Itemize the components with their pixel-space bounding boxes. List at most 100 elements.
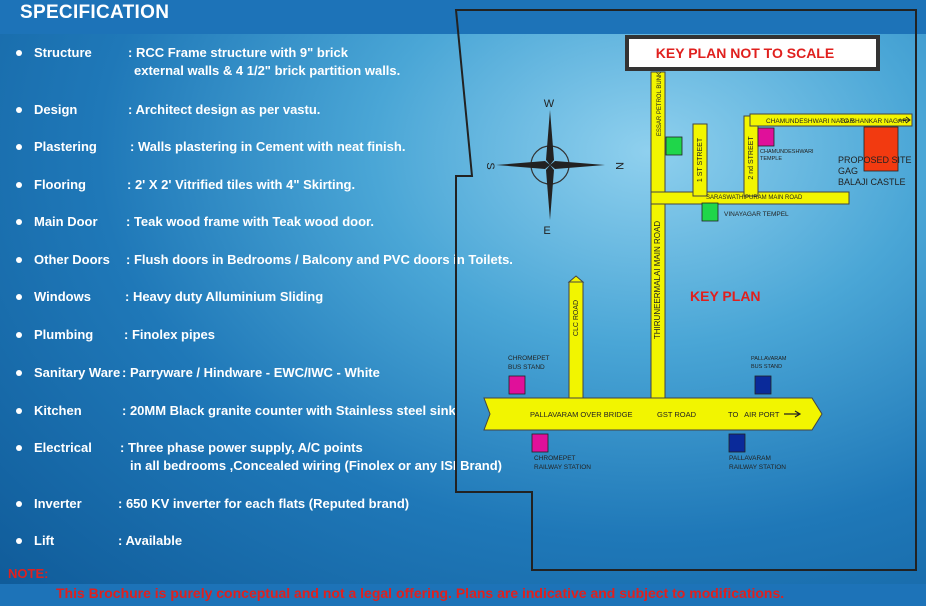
spec-label: Plumbing	[34, 327, 94, 342]
proposed-site-line1: PROPOSED SITE	[838, 155, 912, 165]
proposed-site-line2: GAG	[838, 166, 858, 176]
spec-label: Windows	[34, 289, 91, 304]
bullet-icon	[16, 50, 22, 56]
pallavaram-rail-label: PALLAVARAM RAILWAY STATION	[729, 455, 786, 471]
pallavaram-rail-line1: PALLAVARAM	[729, 455, 771, 462]
proposed-site-line3: BALAJI CASTLE	[838, 177, 906, 187]
chromepet-rail-line1: CHROMEPET	[534, 455, 576, 462]
spec-value: in all bedrooms ,Concealed wiring (Finol…	[130, 458, 503, 473]
key-plan-label: KEY PLAN	[690, 288, 761, 304]
chromepet-bus-line2: BUS STAND	[508, 364, 545, 371]
not-to-scale-box	[625, 35, 880, 71]
chamundeshwari-road	[749, 113, 913, 127]
pallavaram-rail-line2: RAILWAY STATION	[729, 464, 786, 471]
spec-label: Flooring	[34, 177, 86, 192]
pallavaram-rail-marker	[728, 433, 746, 453]
compass-icon	[496, 110, 605, 220]
spec-value: : Parryware / Hindware - EWC/IWC - White	[122, 365, 380, 380]
bullet-icon	[16, 219, 22, 225]
spec-label: Sanitary Ware	[34, 365, 121, 380]
saraswathipuram-label: SARASWATHIPURAM MAIN ROAD	[706, 195, 803, 201]
proposed-site-label: PROPOSED SITE GAG BALAJI CASTLE	[838, 155, 914, 187]
bullet-icon	[16, 332, 22, 338]
second-street-label: 2 nd STREET	[748, 136, 755, 180]
pallavaram-bus-line1: PALLAVARAM	[751, 356, 787, 362]
spec-value: : Teak wood frame with Teak wood door.	[126, 214, 374, 229]
bullet-icon	[16, 445, 22, 451]
spec-value: : 20MM Black granite counter with Stainl…	[122, 403, 456, 418]
chromepet-rail-marker	[531, 433, 549, 453]
chromepet-bus-label: CHROMEPET BUS STAND	[508, 355, 551, 371]
compass-s: S	[484, 162, 496, 169]
essar-label: ESSAR PETROL BUNK	[657, 72, 663, 136]
spec-value: : Heavy duty Alluminium Sliding	[125, 289, 324, 304]
spec-value: : Available	[118, 533, 183, 548]
bullet-icon	[16, 144, 22, 150]
chromepet-rail-line2: RAILWAY STATION	[534, 464, 591, 471]
spec-label: Lift	[34, 533, 55, 548]
airport-label: TO AIR PORT	[728, 410, 780, 419]
chromepet-bus-marker	[508, 375, 526, 395]
gst-road-label: GST ROAD	[657, 410, 697, 419]
bullet-icon	[16, 182, 22, 188]
disclaimer-text: This Brochure is purely conceptual and n…	[56, 585, 785, 601]
essar-petrol-marker	[665, 136, 683, 156]
vinayagar-label: VINAYAGAR TEMPEL	[724, 211, 789, 218]
spec-label: Plastering	[34, 139, 97, 154]
compass-n: N	[613, 162, 625, 170]
spec-value: external walls & 4 1/2" brick partition …	[134, 63, 401, 78]
chamundeshwari-temple-line2: TEMPLE	[760, 156, 782, 162]
clc-label: CLC ROAD	[573, 300, 580, 336]
spec-value: : 650 KV inverter for each flats (Repute…	[118, 496, 410, 511]
page-title: SPECIFICATION	[20, 2, 170, 23]
airport-arrow-icon	[784, 410, 802, 418]
spec-value: : Architect design as per vastu.	[128, 102, 321, 117]
header-bar	[0, 0, 926, 34]
first-street-label: 1 ST STREET	[697, 137, 704, 182]
pallavaram-bridge-label: PALLAVARAM OVER BRIDGE	[530, 410, 633, 419]
clc-road-cap	[567, 275, 585, 283]
chamundeshwari-temple-label: CHAMUNDESHWARI TEMPLE	[760, 149, 815, 162]
compass-e: E	[543, 225, 550, 237]
chamundeshwari-temple-line1: CHAMUNDESHWARI	[760, 149, 814, 155]
chamundeshwari-temple-marker	[757, 127, 775, 147]
note-label: NOTE:	[8, 566, 49, 581]
spec-label: Electrical	[34, 440, 92, 455]
spec-label: Structure	[34, 45, 92, 60]
not-to-scale-label: KEY PLAN NOT TO SCALE	[656, 45, 834, 61]
thiruneermalai-label: THIRUNEERMALAI MAIN ROAD	[653, 221, 662, 339]
first-street-road	[692, 123, 708, 197]
spec-label: Design	[34, 102, 78, 117]
map-border	[454, 9, 917, 571]
chromepet-bus-line1: CHROMEPET	[508, 355, 550, 362]
footer-bar	[0, 584, 926, 606]
bullet-icon	[16, 501, 22, 507]
compass-w: W	[544, 98, 555, 110]
bullet-icon	[16, 257, 22, 263]
roads	[483, 71, 913, 431]
spec-label: Kitchen	[34, 403, 82, 418]
spec-label: Other Doors	[34, 252, 110, 267]
spec-value: : Three phase power supply, A/C points	[120, 440, 363, 455]
shankar-arrow-icon	[898, 116, 911, 124]
spec-value: : RCC Frame structure with 9" brick	[128, 45, 348, 60]
pallavaram-bus-marker	[754, 375, 772, 395]
spec-label: Main Door	[34, 214, 98, 229]
spec-value: : Finolex pipes	[124, 327, 216, 342]
to-shankar-nagar-label: TO SHANKAR NAGAR	[840, 118, 907, 125]
vinayagar-temple-marker	[701, 202, 719, 222]
spec-value: : Flush doors in Bedrooms / Balcony and …	[126, 252, 513, 267]
proposed-site-marker	[863, 126, 899, 172]
bullet-icon	[16, 294, 22, 300]
spec-label: Inverter	[34, 496, 82, 511]
bullet-icon	[16, 538, 22, 544]
spec-value: : Walls plastering in Cement with neat f…	[130, 139, 406, 154]
bullet-icon	[16, 107, 22, 113]
chromepet-rail-label: CHROMEPET RAILWAY STATION	[534, 455, 591, 471]
chamundeshwari-nagar-label: CHAMUNDESHWARI NAGAR	[766, 118, 855, 125]
bullet-icon	[16, 370, 22, 376]
spec-value: : 2' X 2' Vitrified tiles with 4" Skirti…	[127, 177, 356, 192]
pallavaram-bus-label: PALLAVARAM BUS STAND	[751, 356, 788, 370]
bullet-icon	[16, 408, 22, 414]
